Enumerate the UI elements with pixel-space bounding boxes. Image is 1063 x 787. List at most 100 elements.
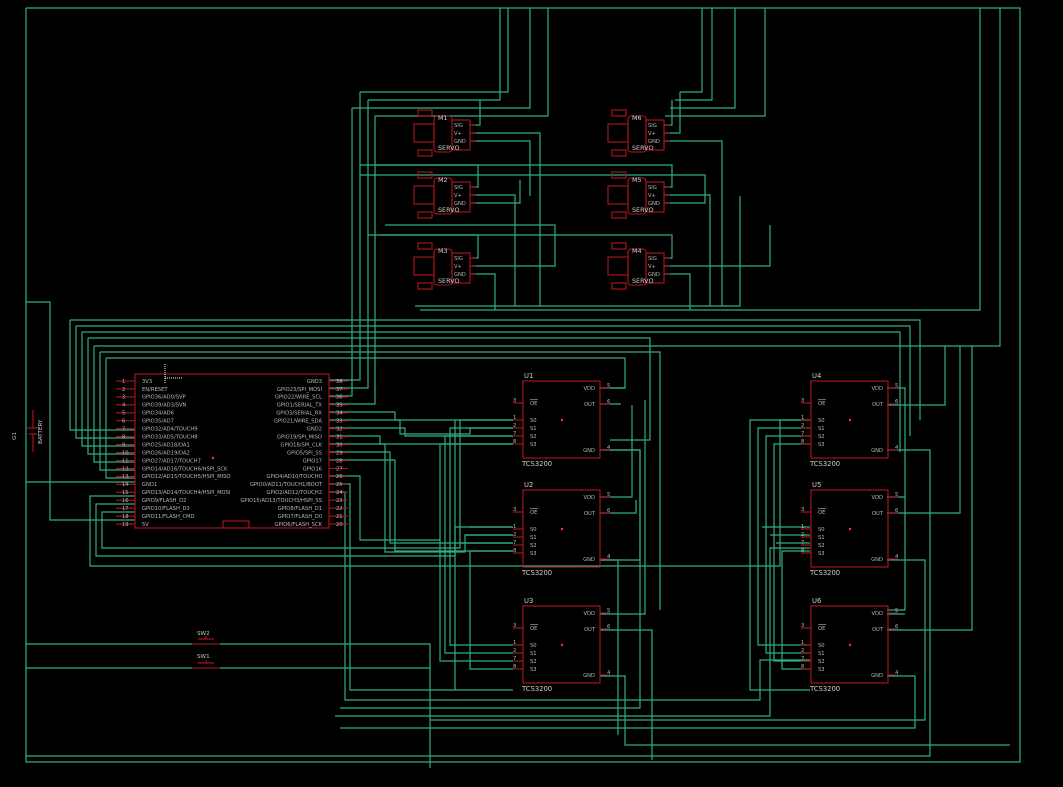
sensor-pin-label: S3	[818, 667, 825, 673]
sensor-pin-label: S2	[818, 543, 825, 549]
sensor-pin-label: S2	[818, 434, 825, 440]
wire-51	[99, 352, 135, 471]
battery-g1[interactable]: G1 BATTERY	[12, 410, 44, 452]
mcu-pin-label: GPIO9/FLASH_D2	[142, 498, 186, 504]
mcu-pin-label: GPIO4/AD10/TOUCH0	[266, 474, 322, 480]
wire-87	[449, 427, 513, 646]
mcu-pin-label: GPIO17	[303, 458, 322, 464]
wire-38	[420, 8, 981, 311]
mcu-pin-label: GPIO22/WIRE_SCL	[275, 395, 322, 401]
mcu-pin-number: 29	[336, 450, 343, 456]
mcu-pin-label: GPIO2/AD12/TOUCH2	[266, 490, 322, 496]
mcu-pin-number: 24	[336, 490, 343, 496]
sensor-pin-number: 4	[895, 445, 899, 451]
sensor-pin-label: S0	[530, 643, 537, 649]
servo-pin-label: V+	[454, 131, 462, 137]
servo-pin-label: GND	[648, 201, 660, 207]
wire-73	[600, 559, 619, 735]
mcu-pin-number: 31	[336, 434, 343, 440]
sensor-pin-number: 7	[513, 431, 516, 437]
switch-sw2-ref: SW2	[197, 631, 210, 637]
wire-30	[664, 140, 723, 306]
sensor-pin-label: OE	[530, 510, 537, 516]
mcu-pin-label: GPIO27/AD17/TOUCH7	[142, 458, 201, 464]
sensor-pin-number: 1	[801, 640, 804, 646]
wire-17	[329, 108, 353, 397]
mcu-pin-label: GPIO6/FLASH_SCK	[275, 522, 323, 528]
wire-36	[664, 273, 691, 310]
mcu-pin-number: 22	[336, 506, 343, 512]
wire-82	[430, 559, 926, 721]
wire-77	[887, 387, 906, 611]
wire-39	[70, 319, 921, 420]
servo-ref: M1	[438, 114, 448, 122]
sensor-pin-number: 1	[513, 524, 516, 530]
wire-5	[220, 643, 431, 768]
sensor-pin-label: S3	[818, 442, 825, 448]
mcu-pin-label: GPIO13/AD14/TOUCH4/HSPI_MOSI	[142, 490, 231, 496]
servo-pin-label: GND	[454, 201, 466, 207]
mcu-pin-label: GPIO7/FLASH_D0	[278, 514, 322, 520]
wire-22	[360, 164, 479, 188]
sensor-pin-number: 7	[801, 431, 804, 437]
wire-54	[95, 503, 513, 557]
mcu-pin-label: GPIO26/AD19/DA2	[142, 450, 190, 456]
wire-76	[600, 675, 1010, 746]
mcu-pin-label: GPIO21/WIRE_SDA	[274, 419, 322, 425]
sensor-pin-label: S1	[818, 651, 825, 657]
mcu-pin-label: GPIO0/AD11/TOUCH1/BOOT	[250, 482, 323, 488]
wire-59	[329, 435, 513, 445]
sensor-pin-number: 8	[513, 664, 516, 670]
mcu-pin-label: 5V	[142, 522, 149, 528]
sensor-pin-label: OE	[530, 401, 537, 407]
sensor-pin-number: 6	[607, 508, 610, 514]
sensor-pin-number: 5	[607, 492, 610, 498]
sensor-pin-label: OE	[530, 626, 537, 632]
sensor-pin-number: 6	[607, 624, 610, 630]
sensor-pin-number: 1	[513, 640, 516, 646]
sensor-pin-number: 2	[801, 648, 804, 654]
sensor-pin-number: 2	[801, 532, 804, 538]
mcu-pin-number: 14	[122, 482, 129, 488]
servo-pin-label: GND	[648, 272, 660, 278]
mcu-pin-label: GPIO15/AD13/TOUCH3/HSPI_SS	[240, 498, 322, 504]
sensor-pin-number: 4	[895, 554, 899, 560]
servo-ref: M5	[632, 176, 642, 184]
mcu-pin-number: 32	[336, 427, 343, 433]
servo-ref: M2	[438, 176, 448, 184]
battery-ref: G1	[12, 432, 18, 440]
wire-85	[340, 675, 916, 729]
sensor-pin-label: VDD	[871, 611, 883, 617]
wire-46	[69, 320, 135, 431]
switch-sw2[interactable]: SW2	[192, 631, 220, 645]
wire-71	[600, 405, 633, 498]
sensor-pin-label: S3	[818, 551, 825, 557]
wire-78	[887, 346, 946, 406]
sensor-pin-label: S1	[818, 535, 825, 541]
wire-89	[439, 443, 513, 662]
sensor-pin-number: 6	[895, 624, 898, 630]
wire-48	[81, 332, 135, 447]
switch-sw1[interactable]: SW1	[192, 654, 220, 669]
sensor-value: TCS3200	[521, 685, 552, 693]
mcu-pin-number: 1	[122, 379, 125, 385]
sensor-pin-number: 3	[513, 507, 516, 513]
sensor-pin-label: OUT	[872, 627, 884, 633]
mcu-pin-number: 15	[122, 490, 129, 496]
mcu-pin-number: 33	[336, 419, 343, 425]
